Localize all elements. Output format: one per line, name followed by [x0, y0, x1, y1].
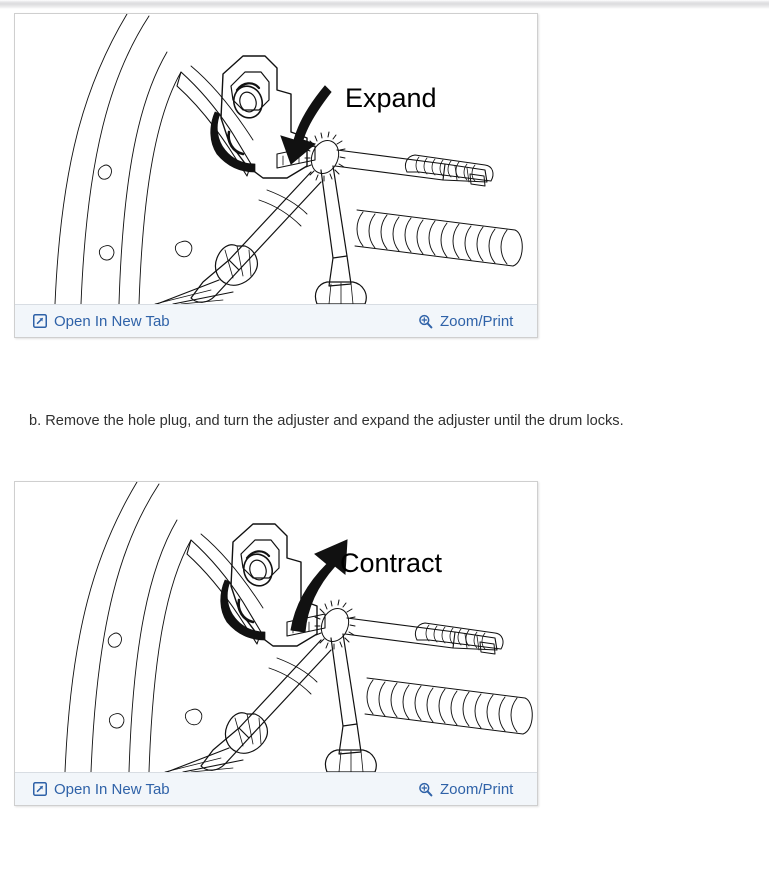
figure-label-contract: Contract: [340, 548, 443, 578]
external-link-icon: [32, 782, 47, 797]
brake-assembly-expand-drawing: Expand: [54, 14, 523, 304]
expand-arrow-icon: [280, 85, 332, 165]
zoom-print-label-1: Zoom/Print: [440, 312, 514, 330]
contract-arrow-icon: [290, 539, 348, 633]
figure-card-contract: Contract Open In New Tab Zoom/P: [14, 481, 538, 806]
figure-toolbar-expand: Open In New Tab Zoom/Print: [15, 304, 537, 337]
open-in-new-tab-link-1[interactable]: Open In New Tab: [32, 313, 170, 330]
zoom-print-link-2[interactable]: Zoom/Print: [418, 781, 513, 798]
instruction-step-b: b. Remove the hole plug, and turn the ad…: [29, 413, 624, 429]
open-in-new-tab-label-2: Open In New Tab: [54, 780, 170, 798]
brake-assembly-contract-drawing: Contract: [64, 482, 533, 772]
external-link-icon: [32, 314, 47, 329]
open-in-new-tab-link-2[interactable]: Open In New Tab: [32, 781, 170, 798]
figure-image-expand: Expand: [15, 14, 537, 304]
zoom-print-label-2: Zoom/Print: [440, 780, 514, 798]
figure-card-expand: Expand Open In New Tab Zoom/Pri: [14, 13, 538, 338]
figure-image-contract: Contract: [15, 482, 537, 772]
magnifier-plus-icon: [418, 782, 433, 797]
open-in-new-tab-label-1: Open In New Tab: [54, 312, 170, 330]
magnifier-plus-icon: [418, 314, 433, 329]
figure-label-expand: Expand: [345, 83, 437, 113]
zoom-print-link-1[interactable]: Zoom/Print: [418, 313, 513, 330]
figure-toolbar-contract: Open In New Tab Zoom/Print: [15, 772, 537, 805]
page-top-chrome-strip: [0, 0, 769, 9]
